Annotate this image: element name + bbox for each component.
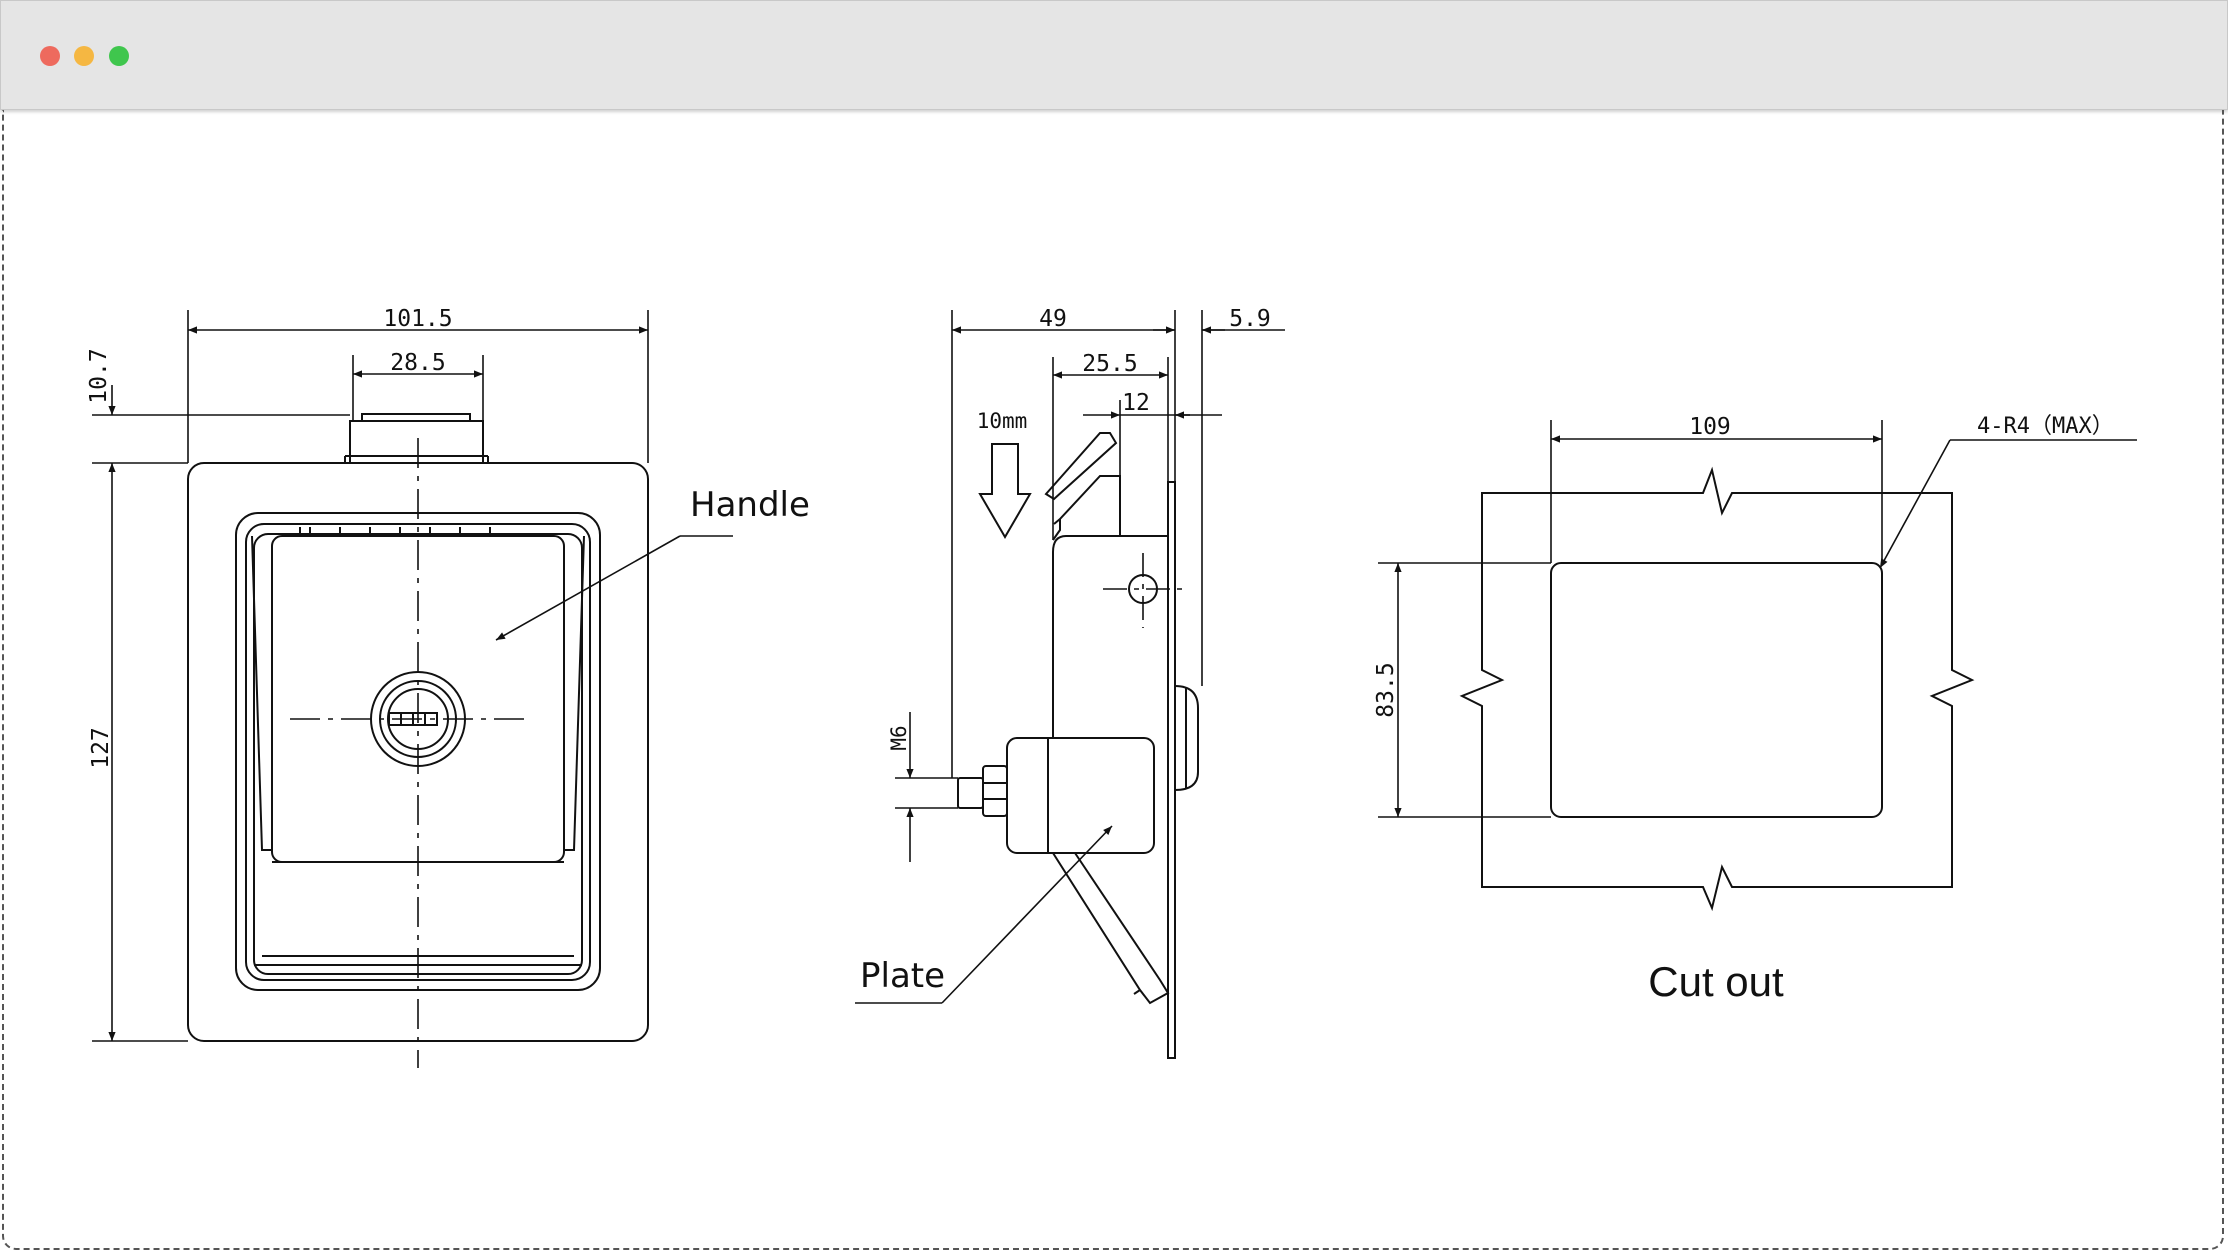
cutout-radius-dimension: 4-R4（MAX）: [1977, 414, 2114, 439]
cutout-dimensions: [1378, 420, 2137, 818]
side-body: [1052, 535, 1168, 738]
front-top-lug: [344, 413, 489, 463]
side-plate: [1167, 481, 1176, 1059]
side-handle-top: [1052, 475, 1121, 541]
minimize-window-button[interactable]: [74, 46, 94, 66]
side-plate-dimension: 5.9: [1229, 306, 1271, 332]
cutout-height-dimension: 83.5: [1373, 662, 1399, 717]
side-housing: [1006, 737, 1155, 854]
cutout-panel-outline: [1459, 466, 1975, 912]
travel-label: 10mm: [977, 409, 1028, 433]
front-dimensions: [92, 310, 733, 1042]
side-handle-bottom: [1052, 852, 1170, 1005]
side-centerlines: [1103, 553, 1185, 628]
cutout-title: Cut out: [1648, 958, 1784, 1005]
front-height-dimension: 127: [88, 727, 114, 769]
cutout-view: [1459, 466, 1975, 912]
window-titlebar: [0, 0, 2228, 110]
travel-arrow: [978, 443, 1032, 539]
thread-label: M6: [887, 725, 911, 750]
side-view: [957, 432, 1199, 1059]
side-stud-nut: [982, 765, 1008, 817]
front-centerlines: [290, 438, 526, 1068]
side-plate-knob: [1174, 685, 1199, 791]
front-width-dimension: 101.5: [383, 306, 452, 332]
drawing-frame: [2, 110, 2224, 1250]
cutout-opening: [1550, 562, 1883, 818]
front-top-height-dimension: 10.7: [86, 348, 112, 403]
handle-label: Handle: [690, 485, 810, 525]
side-depth-dimension: 49: [1039, 306, 1067, 332]
side-mid-dimension: 25.5: [1082, 351, 1137, 377]
side-small-dimension: 12: [1122, 390, 1150, 416]
maximize-window-button[interactable]: [109, 46, 129, 66]
front-top-width-dimension: 28.5: [390, 350, 445, 376]
plate-label: Plate: [860, 956, 945, 996]
side-dimensions: [855, 310, 1285, 1004]
close-window-button[interactable]: [40, 46, 60, 66]
cutout-width-dimension: 109: [1689, 414, 1731, 440]
